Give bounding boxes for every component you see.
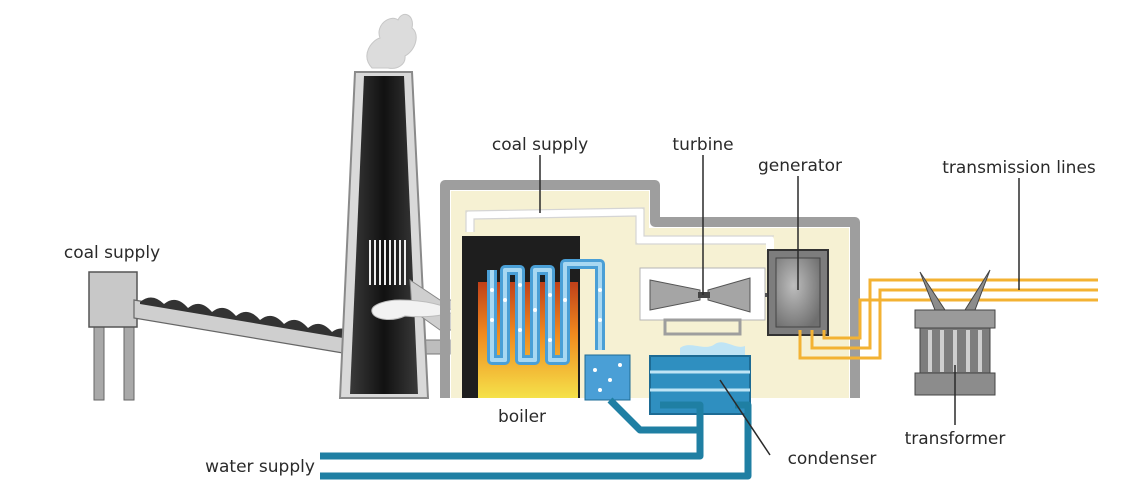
label-condenser: condenser <box>788 449 877 469</box>
label-coal-supply-left: coal supply <box>64 243 160 263</box>
label-water-supply: water supply <box>205 457 315 477</box>
coal-hopper <box>89 272 137 400</box>
water-return-tube <box>585 355 630 400</box>
label-boiler: boiler <box>498 407 546 427</box>
label-generator: generator <box>758 156 842 176</box>
chimney <box>340 14 428 398</box>
label-turbine: turbine <box>672 135 733 155</box>
label-transmission-lines: transmission lines <box>942 158 1096 178</box>
label-transformer: transformer <box>905 429 1006 449</box>
label-coal-supply-top: coal supply <box>492 135 588 155</box>
coal-conveyor <box>134 297 355 355</box>
smoke <box>367 14 416 68</box>
